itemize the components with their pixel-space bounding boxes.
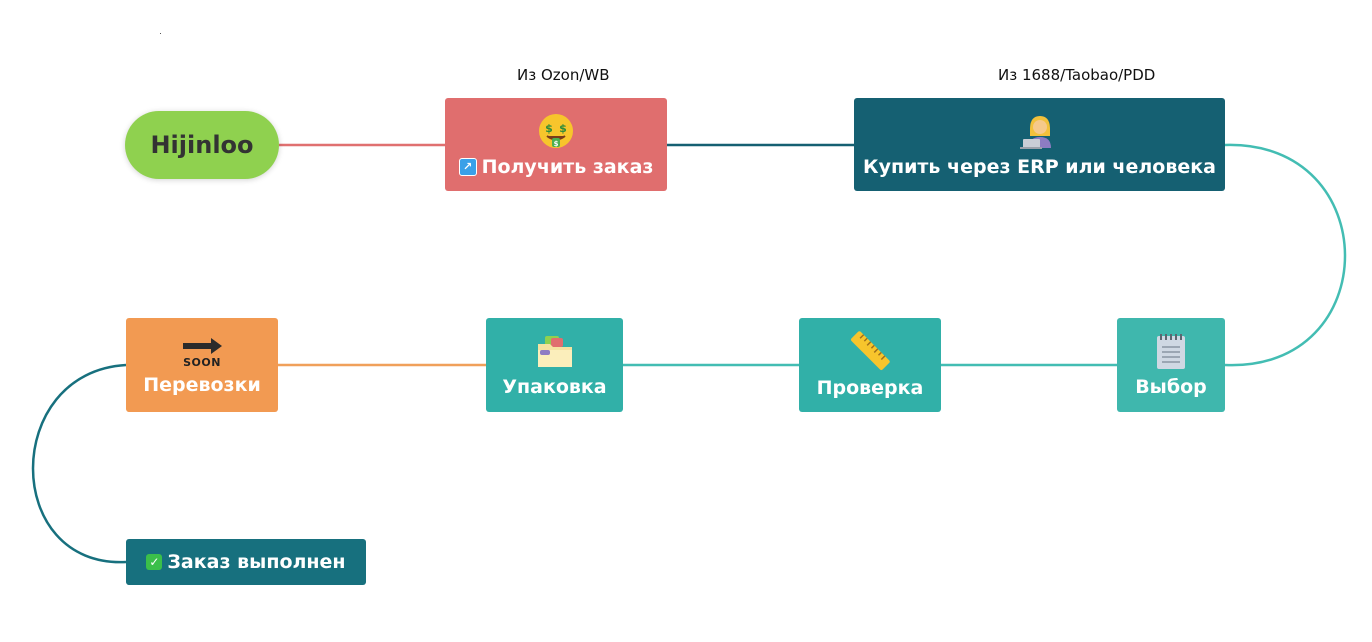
node-choose-label: Выбор	[1135, 376, 1207, 398]
money-mouth-face-icon: $ $ $	[539, 113, 573, 148]
node-done-label: Заказ выполнен	[167, 551, 346, 573]
stray-dot	[160, 33, 161, 34]
soon-text: SOON	[183, 355, 221, 369]
soon-arrow-icon	[183, 337, 222, 354]
node-check-label: Проверка	[816, 377, 924, 399]
node-done[interactable]: ✓ Заказ выполнен	[126, 539, 366, 585]
line-buy-to-choose	[1224, 143, 1347, 367]
node-check[interactable]: Проверка	[799, 318, 941, 412]
svg-text:$: $	[559, 122, 567, 135]
ruler-icon	[851, 331, 890, 370]
svg-text:$: $	[545, 122, 553, 135]
check-mark-button-icon: ✓	[146, 554, 163, 570]
node-buy-label: Купить через ERP или человека	[863, 155, 1216, 178]
note-from-suppliers: Из 1688/Taobao/PDD	[998, 66, 1156, 84]
svg-text:$: $	[554, 140, 559, 148]
root-node[interactable]: Hijinloo	[125, 111, 279, 179]
woman-technologist-icon	[1019, 115, 1051, 149]
open-folder-icon	[537, 336, 572, 367]
notepad-icon	[1157, 334, 1185, 369]
node-pack[interactable]: Упаковка	[486, 318, 623, 412]
node-receive-order-label: Получить заказ	[481, 155, 654, 178]
node-shipping[interactable]: SOON Перевозки	[126, 318, 278, 412]
note-from-marketplace: Из Ozon/WB	[517, 66, 610, 84]
node-pack-label: Упаковка	[502, 376, 607, 398]
node-shipping-label: Перевозки	[143, 373, 261, 396]
node-choose[interactable]: Выбор	[1117, 318, 1225, 412]
node-receive-order[interactable]: $ $ $ ↗ Получить заказ	[445, 98, 667, 191]
external-link-icon: ↗	[458, 157, 477, 176]
line-shipping-to-done	[31, 363, 127, 564]
node-buy[interactable]: Купить через ERP или человека	[854, 98, 1225, 191]
